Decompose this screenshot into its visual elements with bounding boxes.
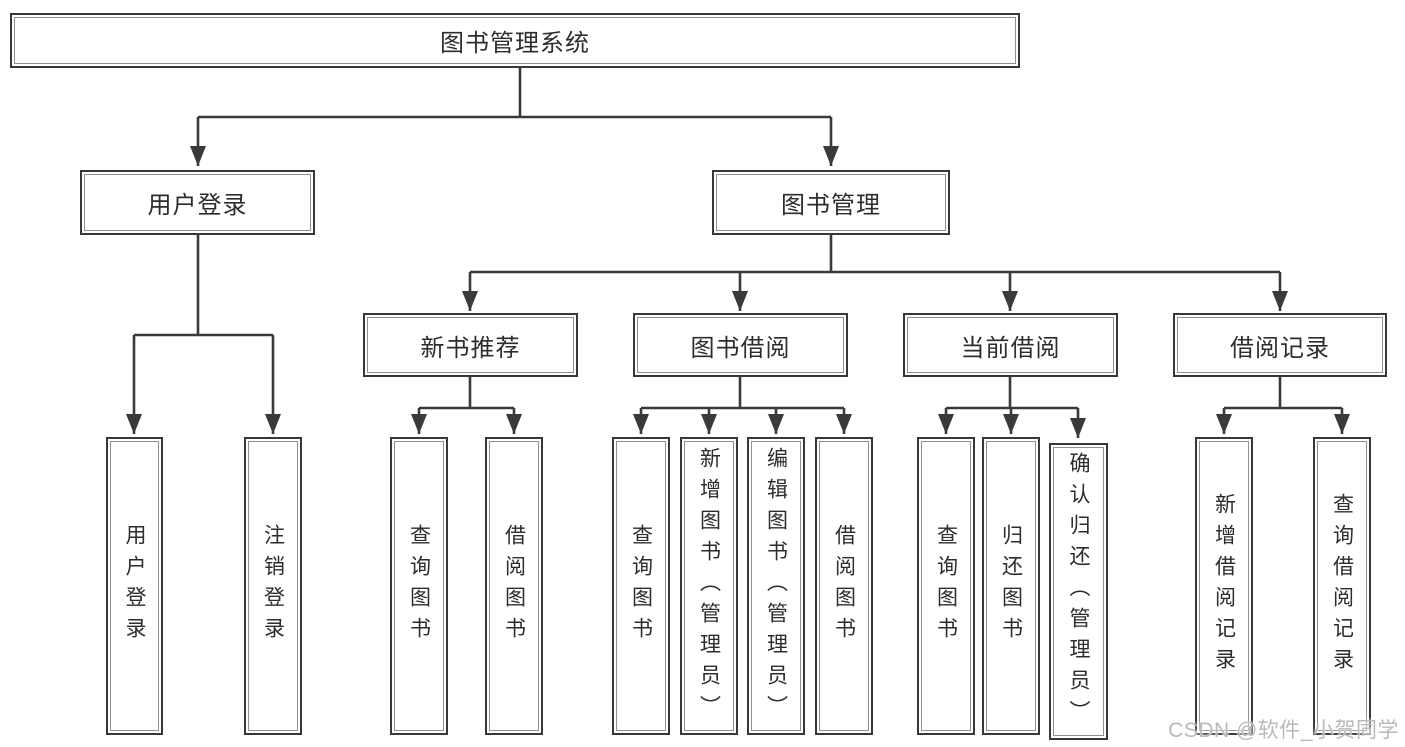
node-borrowing-records: 借阅记录 [1173, 313, 1387, 377]
node-library-management-system: 图书管理系统 [10, 13, 1020, 68]
leaf-borrow-books-borrow: 借阅图书 [815, 437, 873, 735]
node-book-management: 图书管理 [712, 170, 950, 235]
connector-backbone [134, 68, 1342, 410]
node-current-borrowing: 当前借阅 [903, 313, 1118, 377]
leaf-label: 借阅图书 [832, 524, 856, 648]
leaf-label: 查询图书 [407, 524, 431, 648]
leaf-query-books-recommend: 查询图书 [390, 437, 448, 735]
leaf-label: 查询图书 [629, 524, 653, 648]
leaf-user-login: 用户登录 [106, 437, 163, 735]
leaf-return-books: 归还图书 [982, 437, 1040, 735]
leaf-logout-login: 注销登录 [244, 437, 302, 735]
node-new-book-recommendation: 新书推荐 [363, 313, 578, 377]
leaf-label: 查询图书 [934, 524, 958, 648]
leaf-label: 新增图书（管理员） [697, 446, 721, 726]
leaf-label: 编辑图书（管理员） [764, 446, 788, 726]
leaf-label: 确认归还（管理员） [1067, 452, 1090, 731]
leaf-confirm-return-admin: 确认归还（管理员） [1049, 443, 1108, 740]
leaf-label: 查询借阅记录 [1330, 493, 1354, 679]
leaf-borrow-books-recommend: 借阅图书 [485, 437, 543, 735]
leaf-query-borrow-record: 查询借阅记录 [1313, 437, 1371, 735]
node-book-borrowing: 图书借阅 [633, 313, 848, 377]
leaf-query-books-borrow: 查询图书 [612, 437, 670, 735]
leaf-add-borrow-record: 新增借阅记录 [1195, 437, 1253, 735]
node-user-login: 用户登录 [80, 170, 315, 235]
leaf-label: 借阅图书 [502, 524, 526, 648]
watermark-text: CSDN @软件_小贺同学 [1168, 719, 1399, 742]
leaf-label: 新增借阅记录 [1212, 493, 1236, 679]
leaf-edit-books-admin: 编辑图书（管理员） [747, 437, 805, 735]
leaf-label: 用户登录 [123, 524, 146, 648]
leaf-query-books-current: 查询图书 [917, 437, 975, 735]
leaf-add-books-admin: 新增图书（管理员） [680, 437, 738, 735]
leaf-label: 注销登录 [261, 524, 285, 648]
leaf-label: 归还图书 [999, 524, 1023, 648]
